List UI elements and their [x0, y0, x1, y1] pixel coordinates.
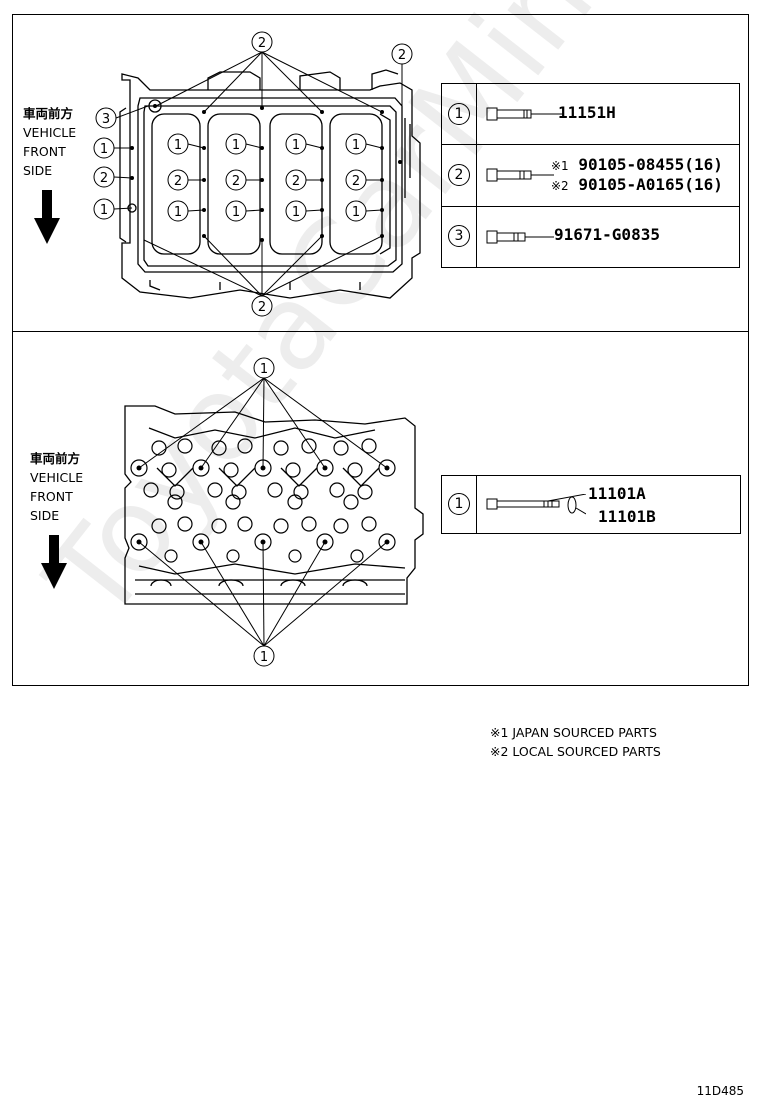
part-row-1: 1 11151H	[442, 84, 739, 144]
svg-text:1: 1	[174, 205, 182, 220]
part-index: 2	[448, 164, 470, 186]
side-label: SIDE	[23, 163, 53, 178]
svg-text:1: 1	[292, 205, 300, 220]
svg-text:1: 1	[174, 138, 182, 153]
vehicle-front-label-bottom: 車両前方 VEHICLE FRONT SIDE	[30, 449, 83, 525]
side-label: SIDE	[30, 508, 60, 523]
front-label: FRONT	[30, 489, 73, 504]
part-row-1: 1 11101A 11101B	[442, 476, 740, 533]
vehicle-front-jp: 車両前方	[30, 451, 81, 466]
cylinder-head-drawing	[124, 405, 424, 605]
down-arrow-icon	[34, 190, 60, 244]
parts-table-bottom: 1 11101A 11101B	[441, 475, 741, 534]
part-number-washer: 11101B	[598, 507, 656, 526]
callout-1-bottom	[253, 645, 275, 667]
vehicle-front-jp: 車両前方	[23, 106, 74, 121]
svg-text:1: 1	[100, 142, 108, 157]
callout-1-left-b	[93, 198, 115, 220]
svg-text:1: 1	[232, 138, 240, 153]
callout-2-right	[391, 43, 413, 65]
svg-text:1: 1	[292, 138, 300, 153]
footnote-local: ※2 LOCAL SOURCED PARTS	[490, 744, 661, 759]
svg-text:3: 3	[102, 112, 110, 127]
bottom-callouts: 1 1	[138, 357, 388, 667]
footnote-japan: ※1 JAPAN SOURCED PARTS	[490, 725, 657, 740]
callout-1-top	[253, 357, 275, 379]
part-index: 1	[448, 493, 470, 515]
part-number: 11151H	[558, 103, 616, 122]
parts-table-top: 1 11151H 2 ※1 90105-08455(16) ※2 90105-A…	[441, 83, 740, 268]
bolt-icon	[486, 230, 554, 244]
part-number: 91671-G0835	[554, 225, 660, 244]
callout-2-left	[93, 166, 115, 188]
part-index: 1	[448, 103, 470, 125]
bolt-icon	[486, 168, 554, 182]
vehicle-label: VEHICLE	[30, 470, 84, 485]
cam-housing-drawing	[119, 69, 421, 299]
part-row-3: 3 91671-G0835	[442, 206, 739, 267]
svg-text:2: 2	[258, 300, 266, 315]
svg-text:1: 1	[260, 650, 268, 665]
svg-text:1: 1	[352, 205, 360, 220]
head-bolt-icon	[486, 494, 586, 515]
svg-text:2: 2	[174, 174, 182, 189]
svg-text:2: 2	[398, 48, 406, 63]
callout-2-bottom	[251, 295, 273, 317]
svg-text:2: 2	[232, 174, 240, 189]
part-number-japan: ※1 90105-08455(16)	[551, 155, 723, 174]
callout-3	[95, 107, 117, 129]
part-row-2: 2 ※1 90105-08455(16) ※2 90105-A0165(16)	[442, 144, 739, 207]
svg-text:2: 2	[352, 174, 360, 189]
bottom-panel	[12, 331, 749, 686]
part-number-bolt: 11101A	[588, 484, 646, 503]
svg-text:1: 1	[352, 138, 360, 153]
top-callouts: 2 2 3 1 2 1 1 1 1 1 2 2 2 2 1 1 1 1 2	[93, 31, 413, 317]
bolt-icon	[486, 107, 564, 121]
diagram-code: 11D485	[696, 1084, 744, 1098]
front-label: FRONT	[23, 144, 66, 159]
part-number-local: ※2 90105-A0165(16)	[551, 175, 723, 194]
svg-text:1: 1	[232, 205, 240, 220]
down-arrow-icon	[41, 535, 67, 589]
vehicle-front-label-top: 車両前方 VEHICLE FRONT SIDE	[23, 104, 76, 180]
svg-text:2: 2	[100, 171, 108, 186]
svg-text:2: 2	[258, 36, 266, 51]
svg-text:2: 2	[292, 174, 300, 189]
svg-text:1: 1	[100, 203, 108, 218]
callout-1-left-a	[93, 137, 115, 159]
part-index: 3	[448, 225, 470, 247]
callout-2-top	[251, 31, 273, 53]
vehicle-label: VEHICLE	[23, 125, 77, 140]
svg-text:1: 1	[260, 362, 268, 377]
